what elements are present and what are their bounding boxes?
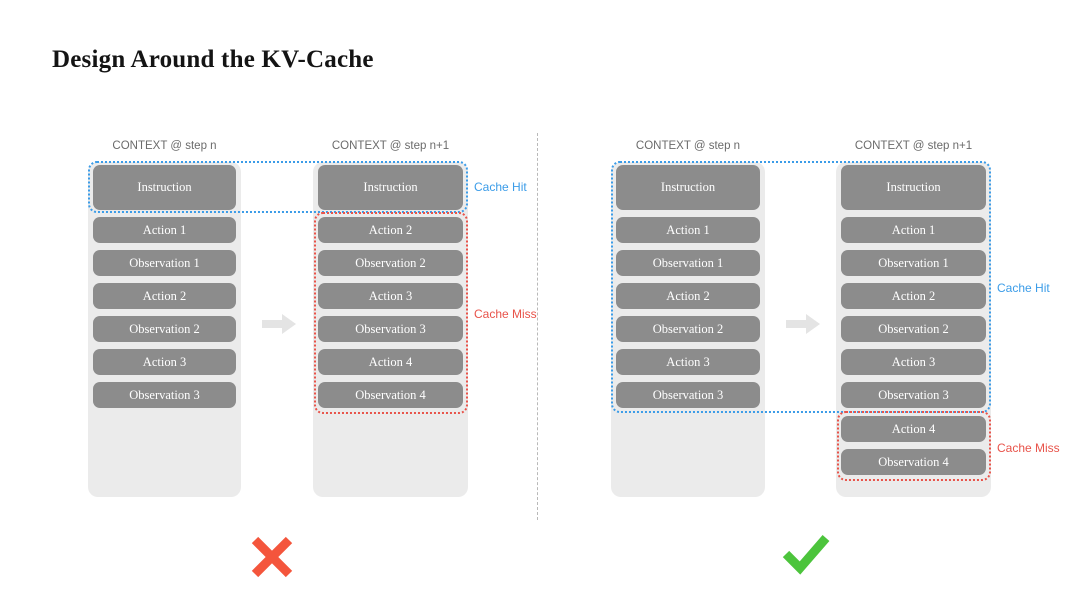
good-cache-miss-box [837, 411, 991, 481]
pill-observation-4[interactable]: Observation 4 [318, 382, 463, 408]
flow-arrow-icon [786, 312, 820, 336]
bad-step-n-header: CONTEXT @ step n [112, 140, 217, 152]
pill-observation-3[interactable]: Observation 3 [616, 382, 760, 408]
good-cache-hit-label: Cache Hit [997, 281, 1050, 295]
good-step-n1-header: CONTEXT @ step n+1 [854, 140, 973, 152]
good-step-n-header: CONTEXT @ step n [635, 140, 741, 152]
pill-observation-1[interactable]: Observation 1 [93, 250, 236, 276]
pill-action-1[interactable]: Action 1 [841, 217, 986, 243]
pill-observation-3[interactable]: Observation 3 [93, 382, 236, 408]
flow-arrow-icon [262, 312, 296, 336]
pill-action-2[interactable]: Action 2 [841, 283, 986, 309]
pill-action-4[interactable]: Action 4 [318, 349, 463, 375]
good-cache-miss-label: Cache Miss [997, 441, 1060, 455]
pill-observation-3[interactable]: Observation 3 [318, 316, 463, 342]
check-icon [778, 526, 834, 582]
pill-observation-2[interactable]: Observation 2 [616, 316, 760, 342]
pill-action-2[interactable]: Action 2 [318, 217, 463, 243]
bad-cache-hit-label: Cache Hit [474, 180, 527, 194]
bad-cache-miss-label: Cache Miss [474, 307, 537, 321]
pill-action-2[interactable]: Action 2 [616, 283, 760, 309]
bad-cache-miss-box [314, 212, 468, 414]
pill-observation-3[interactable]: Observation 3 [841, 382, 986, 408]
bad-cache-hit-box [88, 161, 468, 213]
cross-icon [245, 528, 301, 584]
pill-action-2[interactable]: Action 2 [93, 283, 236, 309]
pill-action-4[interactable]: Action 4 [841, 416, 986, 442]
pill-action-1[interactable]: Action 1 [616, 217, 760, 243]
pill-instruction[interactable]: Instruction [616, 165, 760, 210]
bad-step-n1-header: CONTEXT @ step n+1 [331, 140, 450, 152]
pill-instruction[interactable]: Instruction [93, 165, 236, 210]
pill-action-1[interactable]: Action 1 [93, 217, 236, 243]
pill-observation-1[interactable]: Observation 1 [616, 250, 760, 276]
pill-action-3[interactable]: Action 3 [318, 283, 463, 309]
pill-observation-2[interactable]: Observation 2 [318, 250, 463, 276]
pill-observation-2[interactable]: Observation 2 [93, 316, 236, 342]
pill-instruction[interactable]: Instruction [841, 165, 986, 210]
pill-instruction[interactable]: Instruction [318, 165, 463, 210]
page-title: Design Around the KV-Cache [52, 46, 374, 73]
good-cache-hit-box [611, 161, 991, 413]
pill-action-3[interactable]: Action 3 [93, 349, 236, 375]
pill-observation-4[interactable]: Observation 4 [841, 449, 986, 475]
pill-observation-2[interactable]: Observation 2 [841, 316, 986, 342]
section-divider [537, 133, 538, 520]
pill-observation-1[interactable]: Observation 1 [841, 250, 986, 276]
pill-action-3[interactable]: Action 3 [841, 349, 986, 375]
pill-action-3[interactable]: Action 3 [616, 349, 760, 375]
